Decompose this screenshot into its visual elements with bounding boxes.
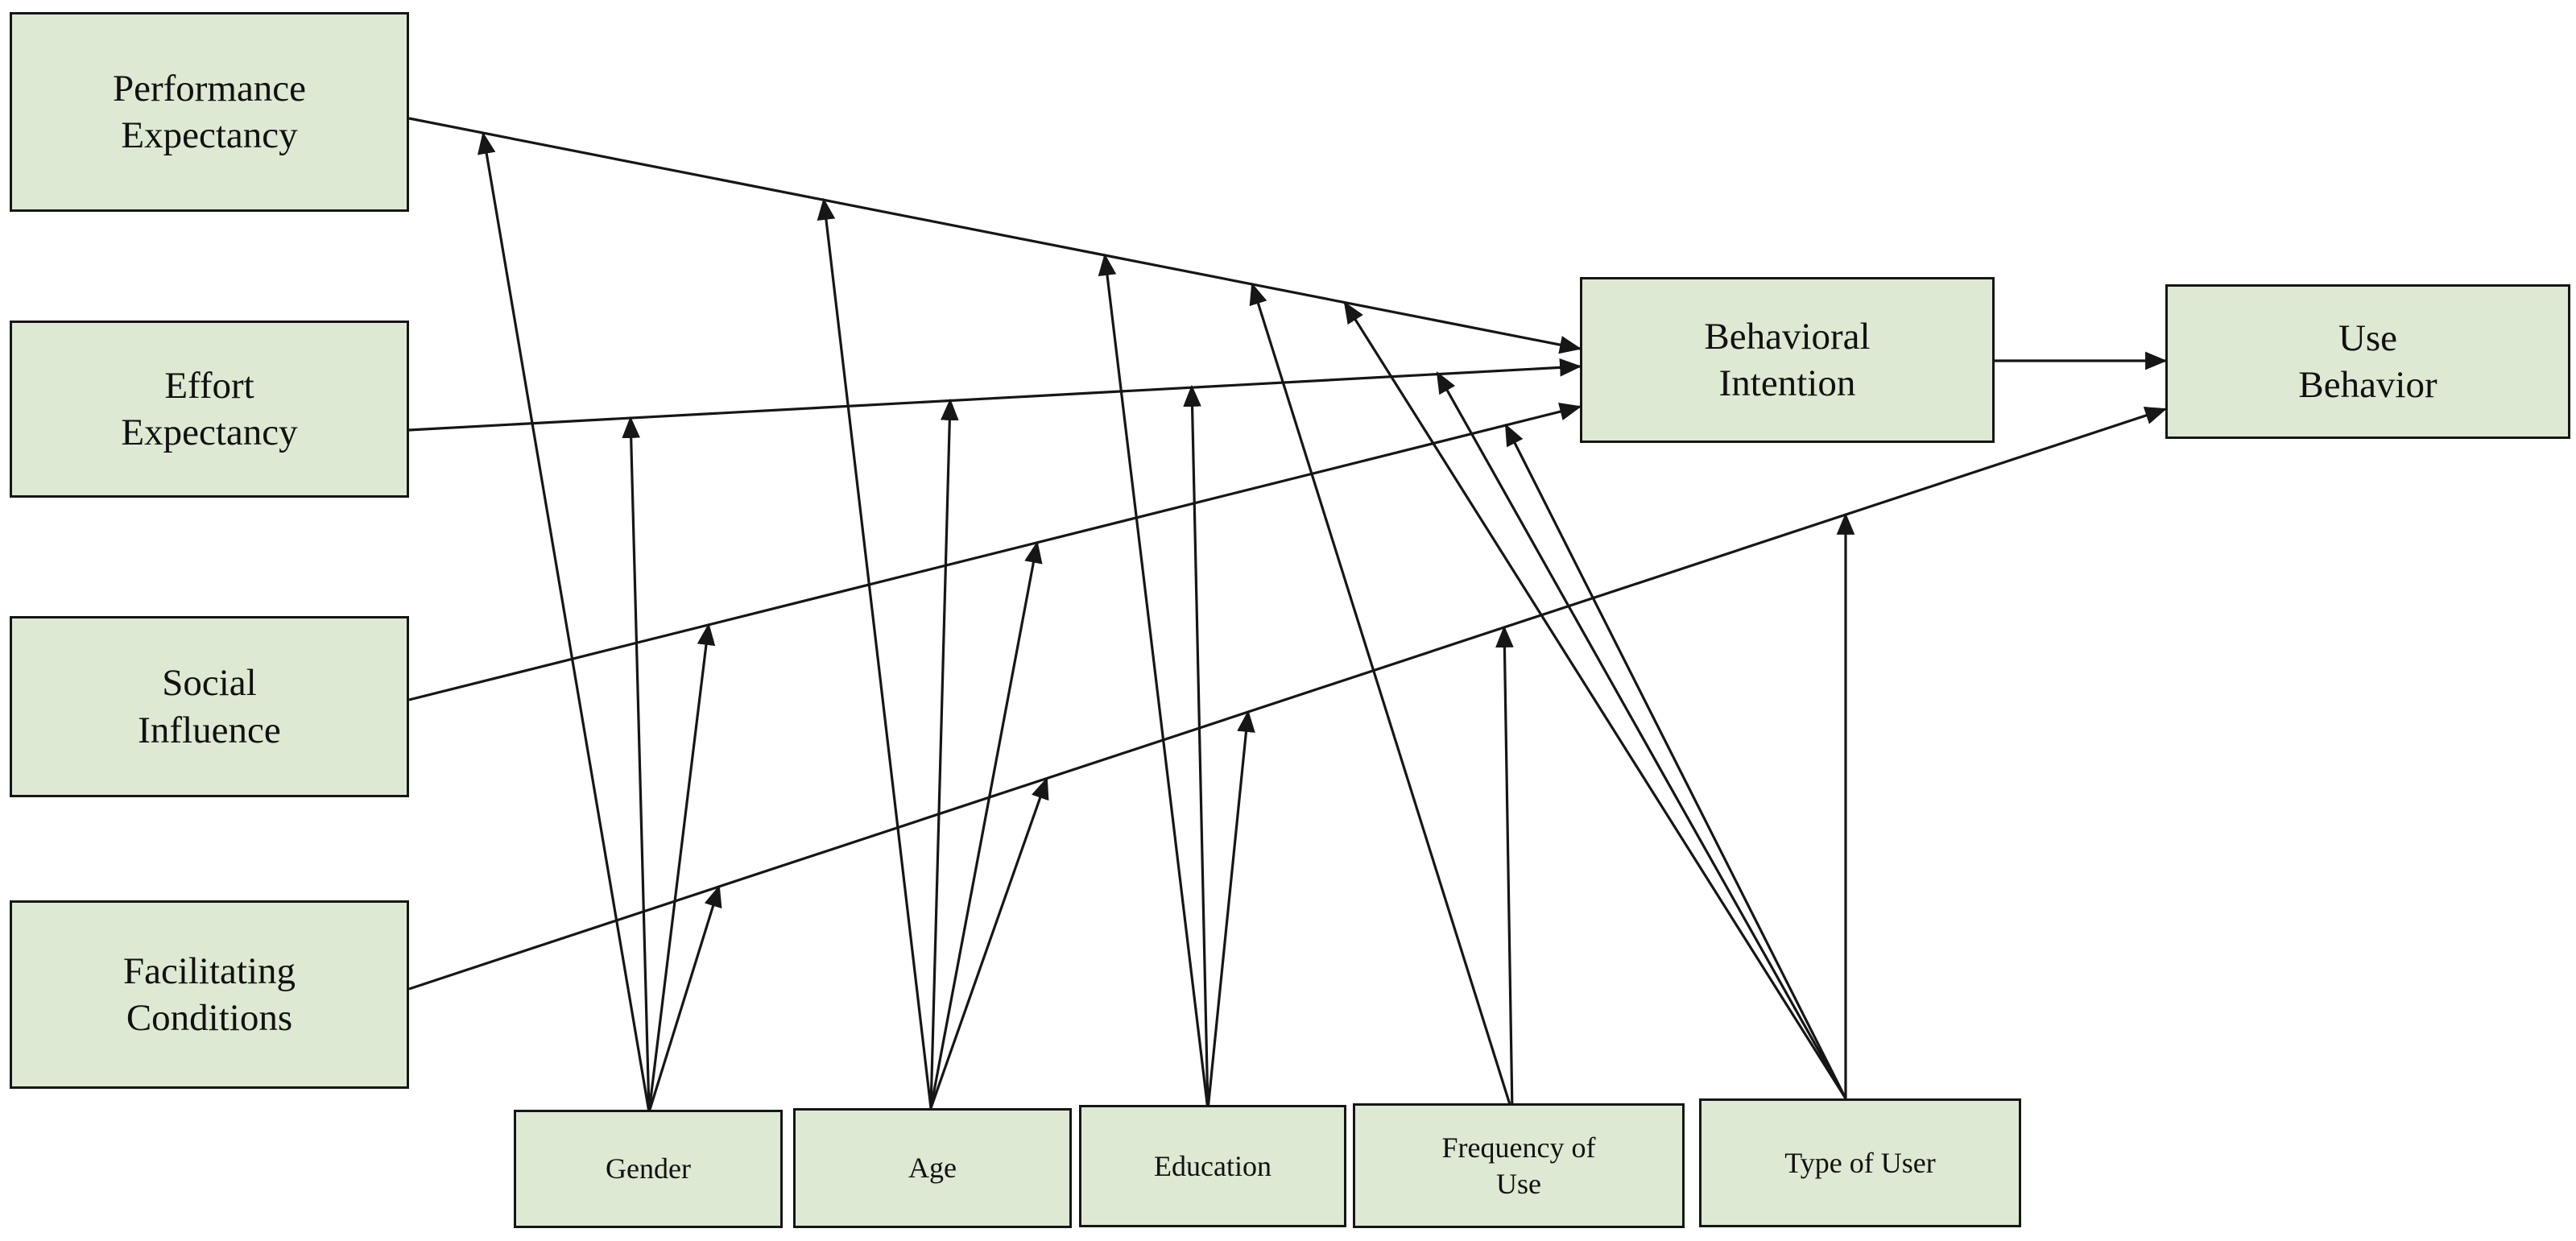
- node-label-line: Type of User: [1784, 1146, 1936, 1179]
- node-label-line: Gender: [606, 1152, 691, 1185]
- edge-gender-to-pe-path: [477, 131, 651, 1113]
- edge-type-to-si-path: [1504, 423, 1847, 1099]
- node-label-line: Education: [1154, 1149, 1271, 1182]
- node-gender: Gender: [514, 1110, 783, 1228]
- edge-fc-to-ub: [408, 407, 2168, 991]
- edge-education-to-ee-path: [1183, 384, 1209, 1111]
- node-label-line: Age: [908, 1152, 957, 1185]
- node-type-of-user: Type of User: [1699, 1098, 2021, 1227]
- node-label-line: Use: [2338, 316, 2398, 359]
- node-label-line: Effort: [164, 364, 254, 407]
- edge-education-to-fc-path: [1206, 709, 1255, 1111]
- edge-age-to-ee-path: [929, 398, 959, 1109]
- node-label-line: Performance: [112, 67, 307, 110]
- edge-education-to-pe-path: [1098, 253, 1209, 1111]
- edge-frequency-to-pe-path: [1249, 282, 1514, 1113]
- edge-type-to-ee-path: [1436, 371, 1847, 1099]
- edge-age-to-pe-path: [817, 197, 932, 1109]
- node-label-line: Influence: [138, 709, 281, 751]
- node-label-line: Use: [1496, 1167, 1541, 1200]
- edge-si-to-bi: [408, 403, 1582, 701]
- edge-ee-to-bi: [408, 358, 1582, 432]
- edge-gender-to-ee-path: [622, 416, 651, 1113]
- node-education: Education: [1079, 1105, 1346, 1227]
- node-label-line: Conditions: [126, 997, 293, 1039]
- node-label-line: Social: [162, 662, 257, 705]
- edge-frequency-to-fc-path: [1495, 625, 1514, 1113]
- node-label-line: Frequency of: [1441, 1131, 1596, 1164]
- edge-gender-to-si-path: [647, 623, 716, 1113]
- edge-type-to-pe-path: [1343, 301, 1847, 1099]
- node-label-line: Behavioral: [1704, 315, 1871, 358]
- edge-gender-to-fc-path: [647, 884, 722, 1113]
- node-label-line: Expectancy: [121, 412, 298, 453]
- node-label-line: Expectancy: [121, 114, 298, 156]
- node-label-line: Facilitating: [122, 949, 296, 992]
- edge-age-to-si-path: [929, 540, 1043, 1109]
- edge-age-to-fc-path: [929, 776, 1049, 1109]
- node-label-line: Behavior: [2298, 364, 2437, 406]
- node-label-line: Intention: [1718, 362, 1856, 404]
- node-age: Age: [793, 1108, 1072, 1228]
- edge-pe-to-bi: [408, 117, 1582, 354]
